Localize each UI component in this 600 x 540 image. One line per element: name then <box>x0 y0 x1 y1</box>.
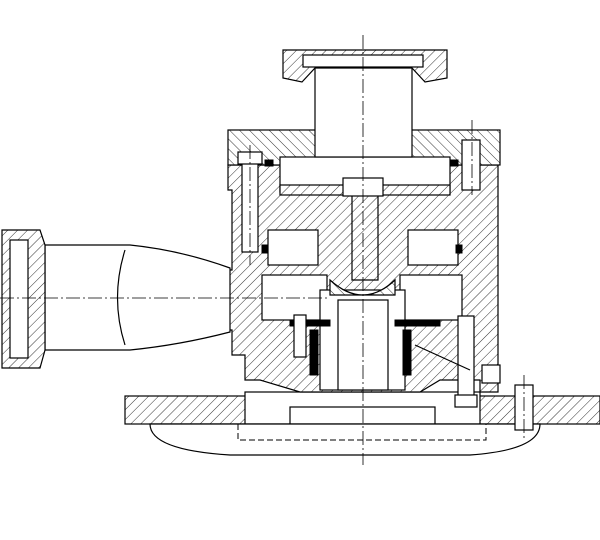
bottom-cover <box>149 423 541 456</box>
center-lines <box>0 35 525 465</box>
bolts <box>237 139 534 431</box>
top-neck <box>282 49 448 158</box>
stem <box>329 177 396 296</box>
seal-rings <box>261 159 463 376</box>
inlet-pipe <box>1 229 231 369</box>
valve-body <box>194 164 499 393</box>
